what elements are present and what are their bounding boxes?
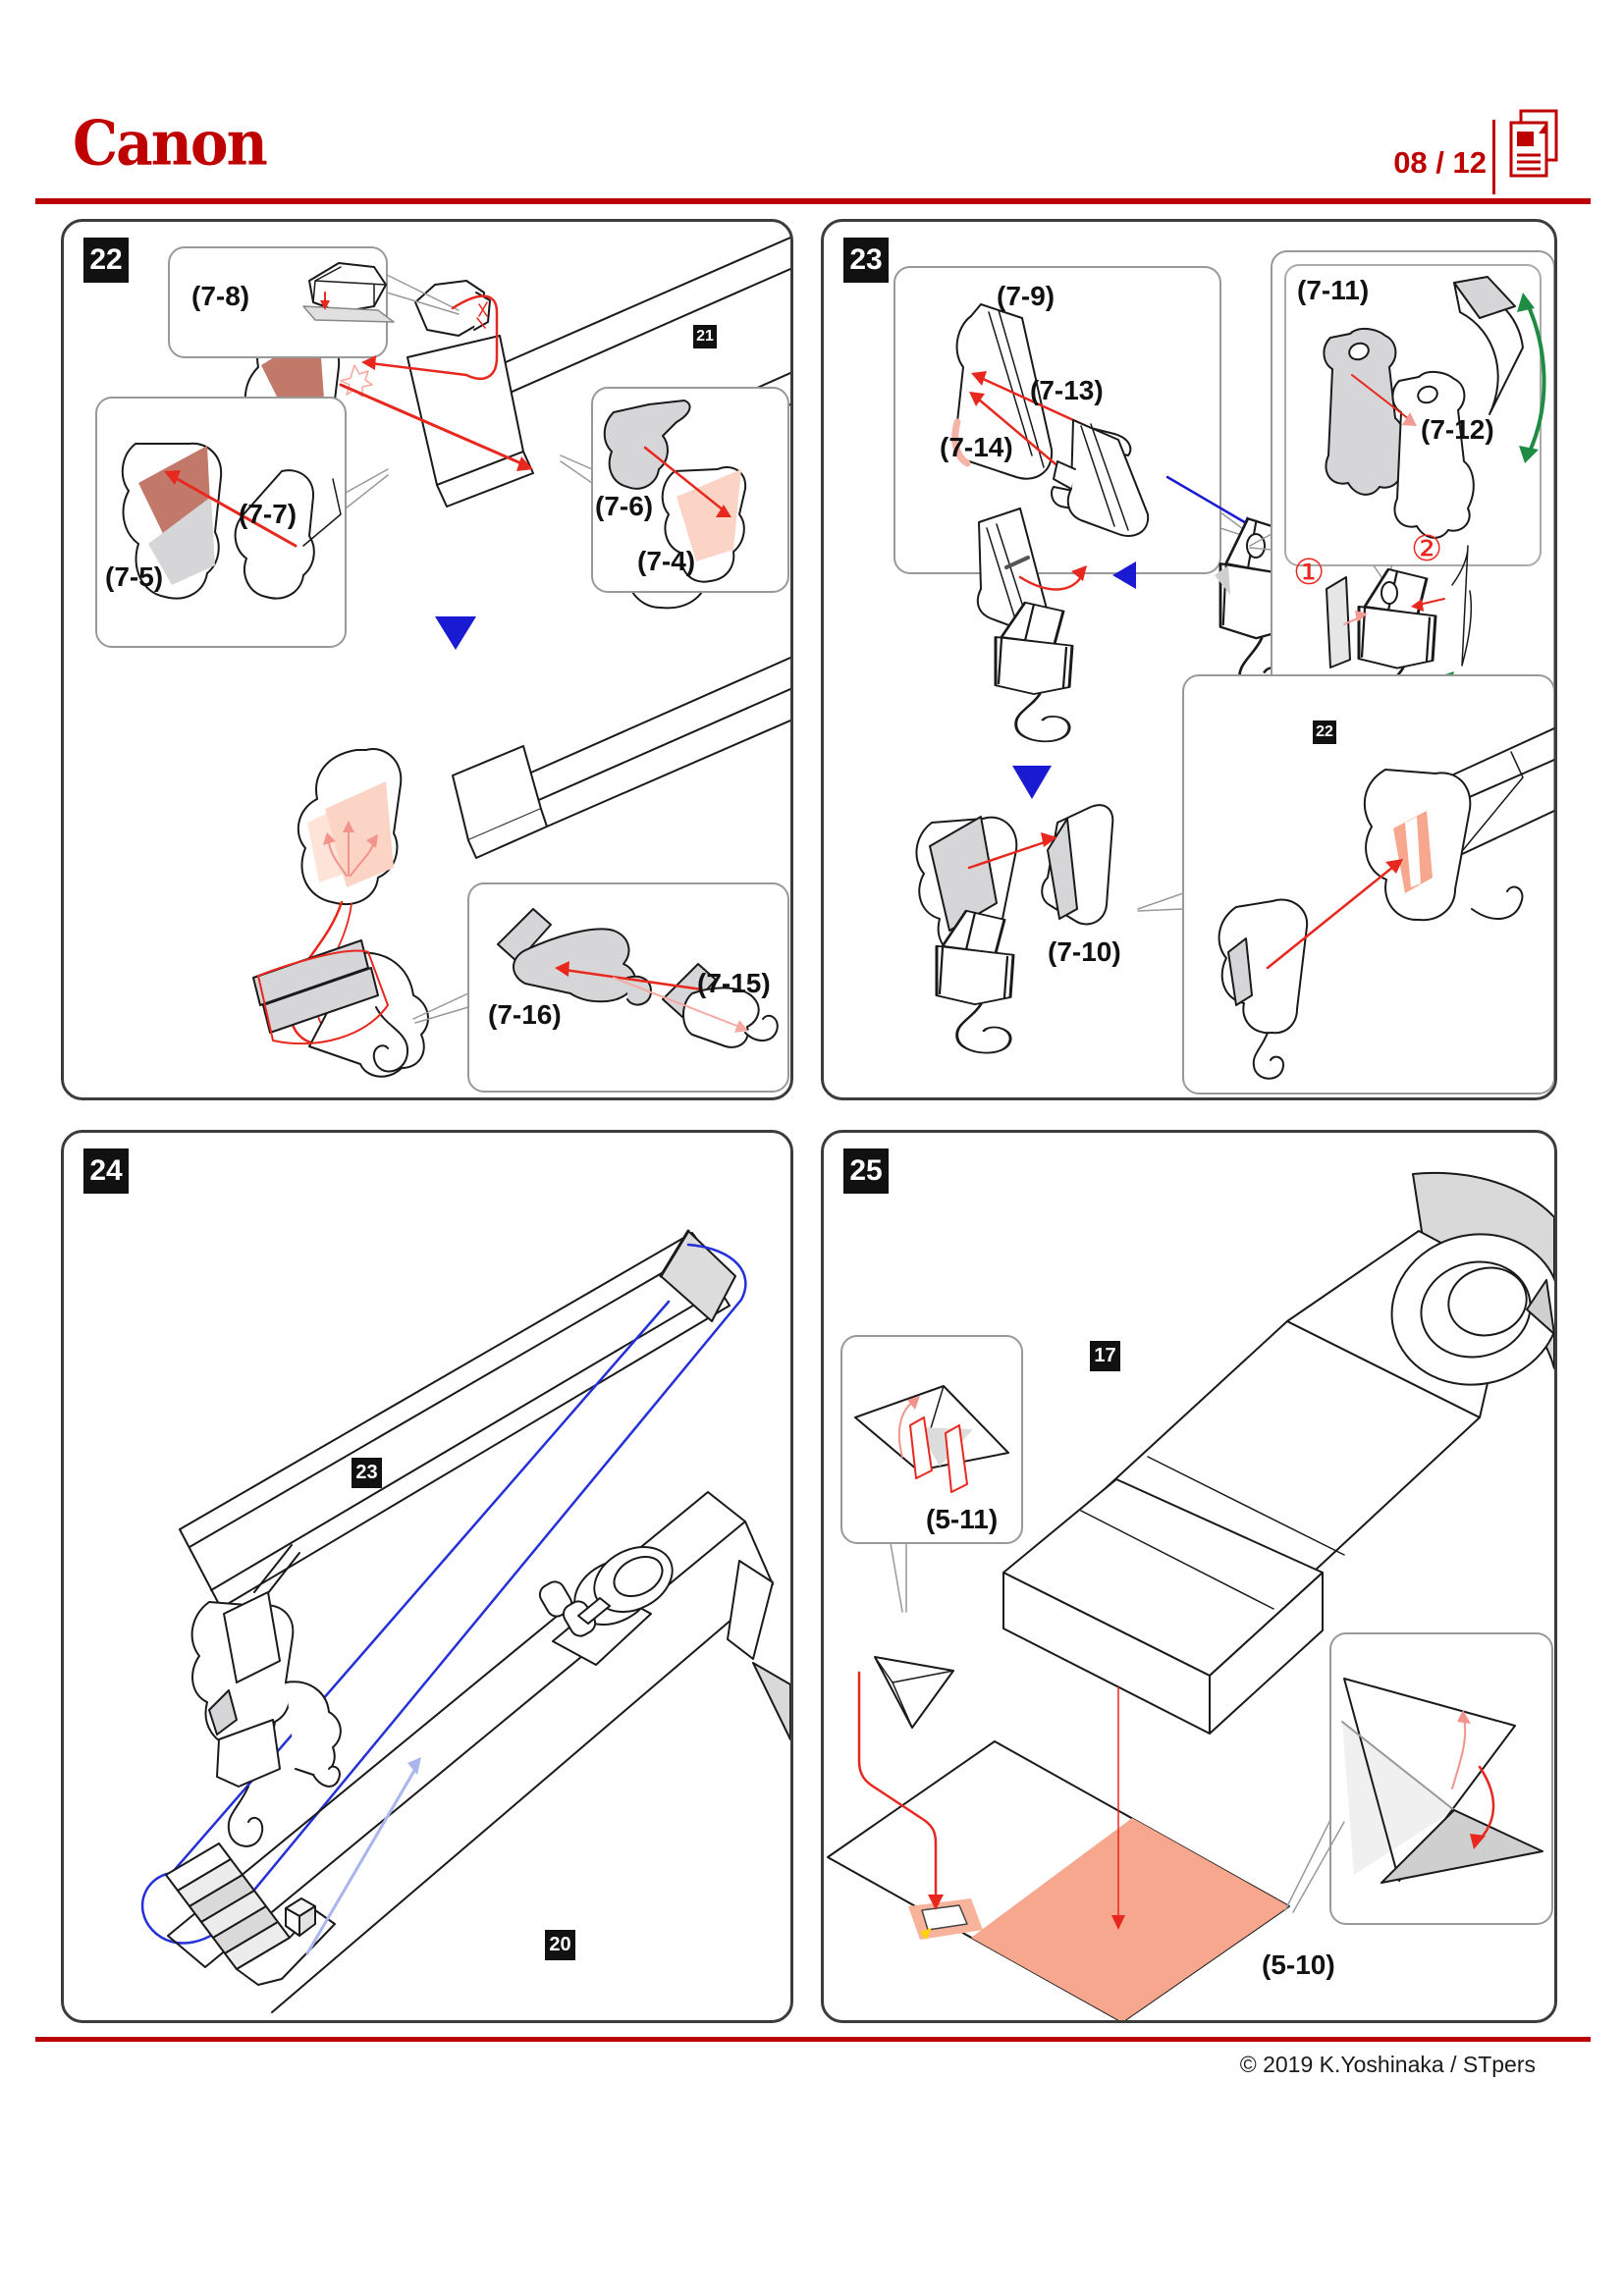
winch-drawing	[538, 1545, 674, 1666]
step23-diagram	[893, 250, 1554, 1095]
part-label-7-12: (7-12)	[1421, 414, 1494, 445]
copyright-text: © 2019 K.Yoshinaka / STpers	[1239, 2052, 1536, 2077]
assembled-boom-end	[297, 657, 790, 905]
panel-step-22: 22 21 (7-8) (7-7) (7-5) (7-6) (7-4) (7-1…	[61, 219, 793, 1100]
panel-step-25: 25 17 (5-11) (5-10)	[821, 1130, 1557, 2023]
step24-diagram	[140, 1229, 790, 2013]
part-label-7-9: (7-9)	[997, 281, 1056, 311]
panel-step-24: 24 23 20	[61, 1130, 793, 2023]
hook-block-threaded	[252, 900, 429, 1078]
callout-5-11	[840, 1335, 1023, 1613]
chock-part-drawing	[874, 1656, 954, 1729]
crane-cab-drawing	[1002, 1172, 1554, 1735]
inset-attach-boom	[1137, 674, 1554, 1095]
step-number-badge: 23	[843, 238, 889, 283]
callout-7-8	[168, 246, 460, 358]
step-number-badge: 24	[83, 1148, 129, 1194]
page-indicator: 08 / 12	[1393, 145, 1487, 180]
inset-hook-detail	[1249, 250, 1554, 721]
part-label-7-10: (7-10)	[1048, 936, 1121, 967]
part-label-5-11: (5-11)	[926, 1504, 999, 1534]
hook-assembly-drawing	[190, 1544, 342, 1847]
part-label-7-13: (7-13)	[1030, 375, 1104, 405]
inset-7-15-7-16	[412, 882, 789, 1093]
folded-accordion-part	[165, 1842, 336, 1986]
hook-subassembly	[976, 507, 1087, 743]
inset-7-6-7-4	[560, 387, 789, 593]
step-number-badge: 25	[843, 1148, 889, 1194]
inset-7-5-7-7	[95, 397, 389, 648]
part-label-7-11: (7-11)	[1297, 275, 1370, 305]
pages-icon	[1509, 109, 1558, 178]
part-label-7-15: (7-15)	[697, 968, 771, 998]
inset-fold-detail	[1284, 1632, 1553, 1925]
part-label-7-7: (7-7)	[239, 499, 298, 529]
boom-ref-badge: 22	[1313, 721, 1336, 744]
step-marker-1: ①	[1293, 553, 1326, 593]
next-step-triangle	[1012, 766, 1052, 799]
blue-loop-thread	[140, 1243, 747, 1945]
part-label-5-10: (5-10)	[1262, 1949, 1335, 1980]
step25-diagram	[827, 1172, 1554, 2020]
placement-guide-lines	[857, 1671, 1125, 1930]
direction-triangle-left	[1112, 561, 1136, 589]
thread-direction-arrow	[305, 1757, 421, 1955]
cab-ref-badge: 17	[1090, 1341, 1120, 1371]
header-divider	[1492, 120, 1495, 194]
part-label-7-4: (7-4)	[637, 546, 696, 576]
boom-ref-badge: 23	[352, 1458, 382, 1488]
ground-sheet-drawing	[827, 1740, 1290, 2020]
canon-logo: Canon	[73, 107, 268, 180]
step22-diagram	[95, 237, 790, 1093]
part-label-7-14: (7-14)	[940, 432, 1013, 462]
part-7-8-assembled	[414, 280, 491, 337]
next-step-triangle	[435, 616, 476, 650]
part-label-7-8: (7-8)	[191, 281, 250, 311]
boom-23-drawing	[179, 1229, 736, 1609]
step-marker-2: ②	[1411, 529, 1443, 569]
pulley-plate-drawing	[406, 335, 534, 507]
hook-cover-7-10	[915, 804, 1114, 1055]
footer-rule	[35, 2037, 1591, 2042]
step-number-badge: 22	[83, 238, 129, 283]
part-label-7-16: (7-16)	[488, 999, 562, 1030]
boom-stand	[727, 1560, 790, 1740]
header-rule	[35, 198, 1591, 204]
boom-ref-badge: 21	[693, 325, 717, 348]
cord-stopper-cube	[285, 1897, 316, 1937]
part-label-7-5: (7-5)	[105, 561, 164, 592]
base-ref-badge: 20	[545, 1930, 575, 1960]
panel-step-23: 23 (7-9) (7-13) (7-14) (7-11) (7-12) ① ②…	[821, 219, 1557, 1100]
part-label-7-6: (7-6)	[595, 491, 654, 521]
